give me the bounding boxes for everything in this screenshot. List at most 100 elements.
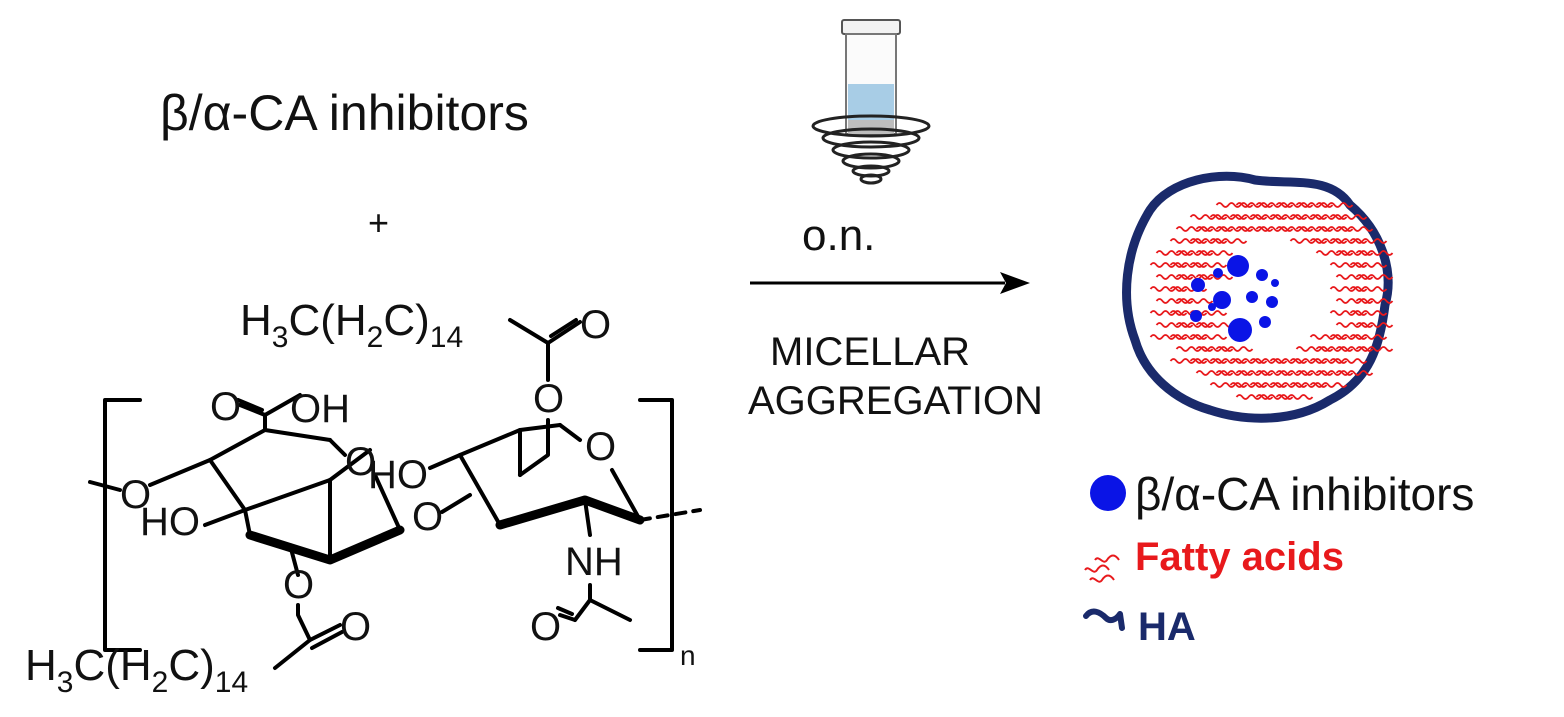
fatty-acid-chain — [1335, 346, 1374, 352]
fatty-acid-chain — [1215, 226, 1254, 232]
fatty-acid-chain — [1149, 310, 1188, 316]
fatty-acid-chain — [1355, 298, 1394, 304]
arrow-label-line1: MICELLAR — [770, 330, 970, 374]
fatty-acid-chain — [1295, 370, 1334, 376]
fatty-acid-chain — [1315, 202, 1354, 208]
fatty-acid-chain — [1175, 226, 1214, 232]
fatty-acid-chain — [1209, 238, 1248, 244]
fatty-acid-chain — [1295, 202, 1334, 208]
fatty-acid-chain — [1355, 346, 1394, 352]
fatty-acid-chain — [1149, 262, 1188, 268]
fatty-acid-chain — [1235, 202, 1274, 208]
atom-o-amide: O — [530, 605, 561, 649]
fatty-acid-chain — [1335, 298, 1374, 304]
atom-o-top-ester: O — [580, 303, 611, 347]
fatty-acid-chain — [1195, 274, 1234, 280]
fatty-acid-chain — [1175, 322, 1214, 328]
fatty-acid-chain — [1169, 262, 1208, 268]
fatty-acid-chain — [1149, 286, 1188, 292]
fatty-acid-chain — [1255, 394, 1294, 400]
fatty-acid-chain — [1175, 250, 1214, 256]
inhibitor-dot — [1271, 279, 1279, 287]
atom-o-ring1: O — [345, 440, 376, 484]
legend: β/α-CA inhibitors Fatty acids HA — [1083, 468, 1474, 649]
fatty-acid-chain — [1229, 214, 1268, 220]
fatty-acid-chain — [1189, 262, 1228, 268]
fatty-acid-chain — [1255, 370, 1294, 376]
fatty-acid-chain — [1175, 346, 1214, 352]
vortex-swirl — [811, 114, 931, 185]
fatty-acid-chain — [1329, 286, 1368, 292]
fatty-acid-chain — [1195, 250, 1234, 256]
fatty-acid-chain — [1229, 358, 1268, 364]
inhibitor-dot — [1266, 296, 1278, 308]
fatty-acid-chain — [1335, 250, 1374, 256]
fatty-acid-chain — [1149, 334, 1188, 340]
fatty-acid-chain — [1155, 274, 1194, 280]
fatty-acid-chain — [1329, 214, 1368, 220]
fatty-acid-chain — [1295, 346, 1334, 352]
fatty-acid-chain — [1275, 394, 1314, 400]
inhibitor-dot — [1228, 318, 1252, 342]
fatty-acid-chain — [1269, 382, 1308, 388]
fatty-acid-chain — [1169, 334, 1208, 340]
legend-ha-icon — [1083, 608, 1125, 631]
reaction-arrow — [750, 272, 1030, 294]
reactant-title: β/α-CA inhibitors — [160, 85, 529, 141]
atom-oh: OH — [290, 387, 350, 431]
fatty-acid-chain — [1289, 382, 1328, 388]
inhibitor-dot — [1208, 303, 1216, 311]
fatty-acid-chain — [1235, 226, 1274, 232]
fatty-acid-chain — [1195, 226, 1234, 232]
inhibitor-dot — [1259, 316, 1271, 328]
fatty-acid-chain — [1155, 322, 1194, 328]
atom-o-acid: O — [210, 385, 241, 429]
chain-bottom-label: H3C(H2C)14 — [25, 641, 248, 699]
legend-inhibitor-label: β/α-CA inhibitors — [1135, 468, 1474, 520]
inhibitor-dot — [1246, 291, 1258, 303]
fatty-acid-chain — [1289, 238, 1328, 244]
fatty-acid-chain — [1289, 214, 1328, 220]
inhibitor-dot — [1213, 268, 1223, 278]
arrow-label-line2: AGGREGATION — [748, 379, 1043, 423]
micelle — [1122, 171, 1394, 423]
fatty-acid-chain — [1189, 358, 1228, 364]
fatty-acid-chain — [1235, 370, 1274, 376]
fatty-acid-chain — [1249, 382, 1288, 388]
fatty-acid-chain — [1309, 334, 1348, 340]
repeat-n: n — [680, 640, 696, 671]
fatty-acid-chain — [1229, 382, 1268, 388]
fatty-acid-chain — [1335, 226, 1374, 232]
fatty-acid-chain — [1349, 334, 1388, 340]
fatty-acid-chain — [1329, 358, 1368, 364]
fatty-acid-chain — [1195, 346, 1234, 352]
inhibitor-dot — [1256, 269, 1268, 281]
fatty-acid-chain — [1355, 274, 1394, 280]
fatty-acid-chain — [1309, 358, 1348, 364]
fatty-acid-chains — [1149, 202, 1394, 400]
fatty-acid-chain — [1175, 274, 1214, 280]
fatty-acid-chain — [1349, 262, 1388, 268]
legend-fatty-acid-label: Fatty acids — [1135, 535, 1344, 579]
fatty-acid-chain — [1349, 286, 1388, 292]
atom-ho-ring1: HO — [140, 500, 200, 544]
fatty-acid-chain — [1315, 346, 1354, 352]
fatty-acid-chain — [1275, 370, 1314, 376]
vortex-vial-icon — [811, 19, 931, 185]
fatty-acid-chain — [1335, 274, 1374, 280]
inhibitor-dot — [1190, 310, 1202, 322]
fatty-acid-chain — [1295, 226, 1334, 232]
fatty-acid-chain — [1189, 238, 1228, 244]
fatty-acid-chain — [1249, 214, 1288, 220]
fatty-acid-chain — [1315, 226, 1354, 232]
inhibitor-dot — [1191, 278, 1205, 292]
vial-liquid — [848, 84, 894, 120]
fatty-acid-chain — [1209, 214, 1248, 220]
fatty-acid-chain — [1255, 202, 1294, 208]
atom-o-glyco: O — [412, 495, 443, 539]
fatty-acid-chain — [1255, 226, 1294, 232]
fatty-acid-chain — [1169, 358, 1208, 364]
fatty-acid-chain — [1329, 334, 1368, 340]
fatty-acid-chain — [1275, 226, 1314, 232]
